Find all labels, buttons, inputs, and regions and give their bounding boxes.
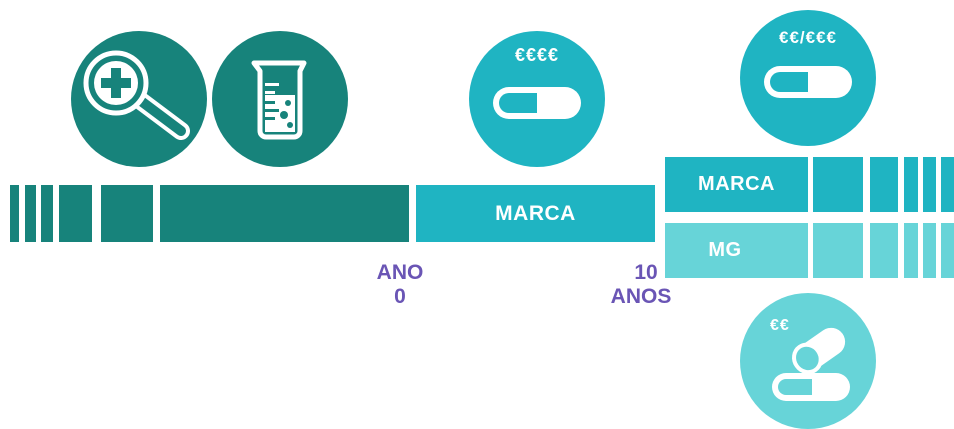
year-zero-line1: ANO <box>376 261 424 284</box>
brand-price-badge: €€€€ <box>514 45 560 65</box>
generic-stripe-2 <box>870 223 898 278</box>
split-capsules-icon <box>772 327 850 401</box>
year-zero-line2: 0 <box>394 285 406 308</box>
brand-after-stripe-3 <box>904 157 918 212</box>
brand-after-label: MARCA <box>698 173 775 195</box>
year-ten-marker: 10 ANOS <box>598 261 684 309</box>
rd-stripe-4 <box>59 185 92 242</box>
after-patent-price-circle: €€/€€€ <box>740 10 876 146</box>
year-ten-line2: ANOS <box>610 285 672 308</box>
brand-after-bar: MARCA <box>665 157 808 212</box>
rd-stripe-5 <box>101 185 153 242</box>
generic-stripe-5 <box>941 223 954 278</box>
brand-price-circle: €€€€ <box>469 31 605 167</box>
after-patent-price-badge: €€/€€€ <box>779 28 837 47</box>
brand-after-stripe-1 <box>813 157 863 212</box>
generic-stripe-3 <box>904 223 918 278</box>
beaker-icon <box>251 60 307 140</box>
year-zero-marker: ANO 0 <box>365 261 435 309</box>
generic-stripe-4 <box>923 223 936 278</box>
research-circle <box>71 31 207 167</box>
rd-stripe-3 <box>41 185 53 242</box>
rd-stripe-1 <box>10 185 19 242</box>
capsule-icon <box>493 87 581 119</box>
generic-price-circle: €€ <box>740 293 876 429</box>
rd-stripe-2 <box>25 185 36 242</box>
brand-period-label: MARCA <box>495 202 576 225</box>
lab-circle <box>212 31 348 167</box>
generic-label: MG <box>708 239 742 261</box>
brand-period-bar: MARCA <box>416 185 655 242</box>
brand-after-stripe-5 <box>941 157 954 212</box>
generic-stripe-1 <box>813 223 863 278</box>
magnifier-plus-icon <box>83 50 190 140</box>
brand-after-stripe-2 <box>870 157 898 212</box>
rd-main-bar <box>160 185 409 242</box>
year-ten-line1: 10 <box>634 261 658 284</box>
generic-bar: MG <box>665 223 808 278</box>
brand-after-stripe-4 <box>923 157 936 212</box>
capsule-icon <box>764 66 852 98</box>
generic-price-badge: €€ <box>770 317 790 334</box>
